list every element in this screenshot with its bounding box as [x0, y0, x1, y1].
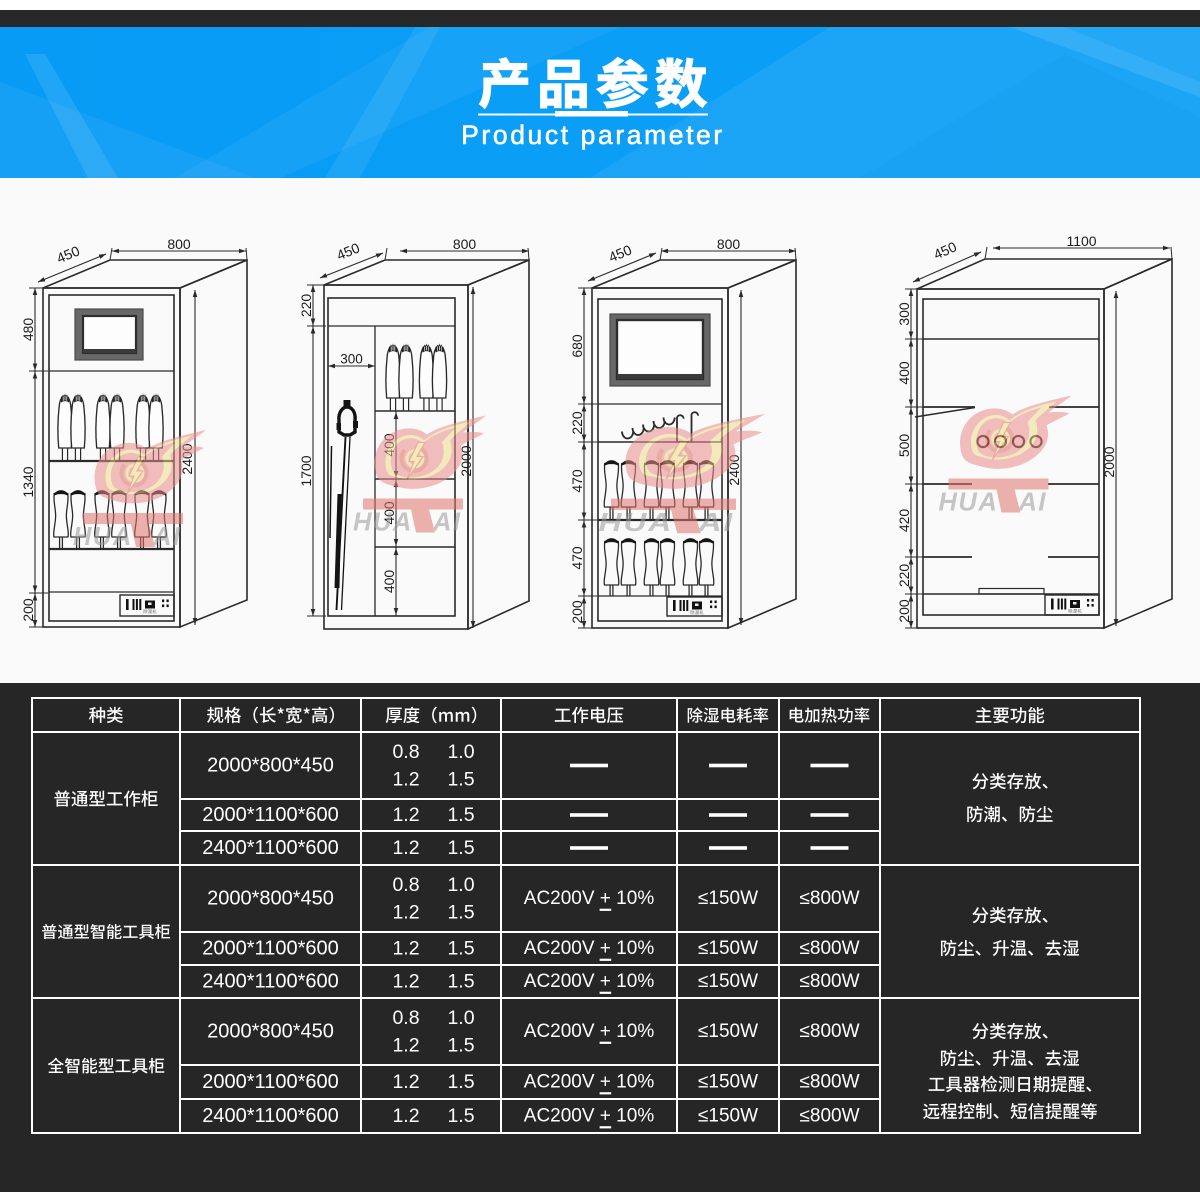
svg-text:≤800W: ≤800W [799, 888, 859, 909]
svg-text:200: 200 [569, 600, 585, 624]
svg-text:1.5: 1.5 [447, 768, 474, 790]
svg-text:400: 400 [381, 570, 397, 594]
svg-text:1.5: 1.5 [447, 938, 474, 960]
svg-text:1.2: 1.2 [392, 901, 419, 923]
svg-text:220: 220 [298, 294, 314, 318]
svg-text:AI: AI [152, 523, 182, 551]
svg-text:800: 800 [167, 236, 191, 252]
svg-text:0.8: 0.8 [392, 741, 419, 763]
svg-text:500: 500 [896, 434, 912, 458]
svg-text:1.2: 1.2 [392, 837, 419, 859]
svg-text:1.5: 1.5 [447, 804, 474, 826]
svg-text:1.5: 1.5 [447, 837, 474, 859]
svg-text:1.5: 1.5 [447, 971, 474, 993]
svg-text:AC200V + 10%: AC200V + 10% [524, 888, 655, 909]
svg-text:AC200V + 10%: AC200V + 10% [524, 971, 655, 992]
svg-text:≤150W: ≤150W [698, 1021, 758, 1042]
svg-text:1.2: 1.2 [392, 1071, 419, 1093]
svg-text:AC200V + 10%: AC200V + 10% [524, 1072, 655, 1093]
svg-text:470: 470 [569, 469, 585, 493]
svg-text:680: 680 [569, 334, 585, 358]
svg-text:2000*1100*600: 2000*1100*600 [202, 1071, 338, 1093]
svg-text:Product parameter: Product parameter [461, 120, 725, 150]
svg-text:450: 450 [54, 242, 82, 266]
svg-text:300: 300 [340, 352, 363, 367]
svg-text:800: 800 [717, 236, 741, 252]
svg-text:220: 220 [896, 564, 912, 588]
svg-text:≤150W: ≤150W [698, 888, 758, 909]
svg-text:≤800W: ≤800W [799, 971, 859, 992]
svg-text:450: 450 [606, 241, 634, 265]
svg-text:1.2: 1.2 [392, 971, 419, 993]
svg-text:≤150W: ≤150W [698, 1072, 758, 1093]
svg-text:2000*800*450: 2000*800*450 [207, 888, 334, 910]
svg-text:2000*1100*600: 2000*1100*600 [202, 938, 338, 960]
svg-text:470: 470 [569, 546, 585, 570]
svg-text:0.8: 0.8 [392, 1007, 419, 1029]
svg-text:200: 200 [20, 598, 36, 622]
svg-text:AI: AI [432, 509, 462, 537]
svg-text:≤150W: ≤150W [698, 938, 758, 959]
svg-text:AC200V + 10%: AC200V + 10% [524, 1021, 655, 1042]
svg-text:≤800W: ≤800W [799, 938, 859, 959]
svg-text:2000*800*450: 2000*800*450 [207, 1021, 334, 1043]
svg-text:≤150W: ≤150W [698, 971, 758, 992]
svg-text:1.2: 1.2 [392, 804, 419, 826]
svg-text:450: 450 [334, 239, 362, 263]
svg-text:HUA: HUA [73, 523, 133, 551]
svg-text:1.0: 1.0 [447, 1007, 474, 1029]
svg-text:1.5: 1.5 [447, 1071, 474, 1093]
svg-text:480: 480 [20, 318, 36, 342]
svg-text:≤800W: ≤800W [799, 1072, 859, 1093]
svg-text:420: 420 [896, 509, 912, 533]
svg-text:300: 300 [896, 302, 912, 326]
svg-text:200: 200 [896, 599, 912, 623]
svg-text:1100: 1100 [1066, 233, 1096, 249]
svg-text:2000: 2000 [1101, 446, 1117, 477]
svg-text:1340: 1340 [20, 466, 36, 497]
svg-text:1.5: 1.5 [447, 1034, 474, 1056]
svg-text:2400*1100*600: 2400*1100*600 [202, 971, 338, 993]
svg-text:400: 400 [896, 361, 912, 385]
svg-text:1.2: 1.2 [392, 938, 419, 960]
svg-text:2000*1100*600: 2000*1100*600 [202, 804, 338, 826]
svg-text:1700: 1700 [298, 455, 314, 486]
svg-text:2400*1100*600: 2400*1100*600 [202, 837, 338, 859]
svg-text:HUA: HUA [599, 509, 674, 538]
svg-text:1.0: 1.0 [447, 874, 474, 896]
svg-text:1.5: 1.5 [447, 901, 474, 923]
svg-text:AI: AI [1018, 489, 1048, 517]
svg-text:800: 800 [453, 236, 477, 252]
svg-text:450: 450 [931, 238, 959, 262]
svg-text:AC200V + 10%: AC200V + 10% [524, 938, 655, 959]
svg-text:1.5: 1.5 [447, 1105, 474, 1127]
svg-text:≤800W: ≤800W [799, 1021, 859, 1042]
svg-text:1.0: 1.0 [447, 741, 474, 763]
svg-text:1.2: 1.2 [392, 1034, 419, 1056]
svg-text:1.2: 1.2 [392, 1105, 419, 1127]
svg-text:AC200V + 10%: AC200V + 10% [524, 1106, 655, 1127]
svg-text:HUA: HUA [939, 489, 999, 517]
svg-text:220: 220 [569, 411, 585, 435]
svg-text:≤800W: ≤800W [799, 1106, 859, 1127]
svg-text:HUA: HUA [353, 509, 413, 537]
svg-text:0.8: 0.8 [392, 874, 419, 896]
svg-text:AI: AI [697, 509, 734, 538]
svg-text:≤150W: ≤150W [698, 1106, 758, 1127]
svg-text:1.2: 1.2 [392, 768, 419, 790]
svg-text:2400*1100*600: 2400*1100*600 [202, 1105, 338, 1127]
svg-text:2000*800*450: 2000*800*450 [207, 755, 334, 777]
